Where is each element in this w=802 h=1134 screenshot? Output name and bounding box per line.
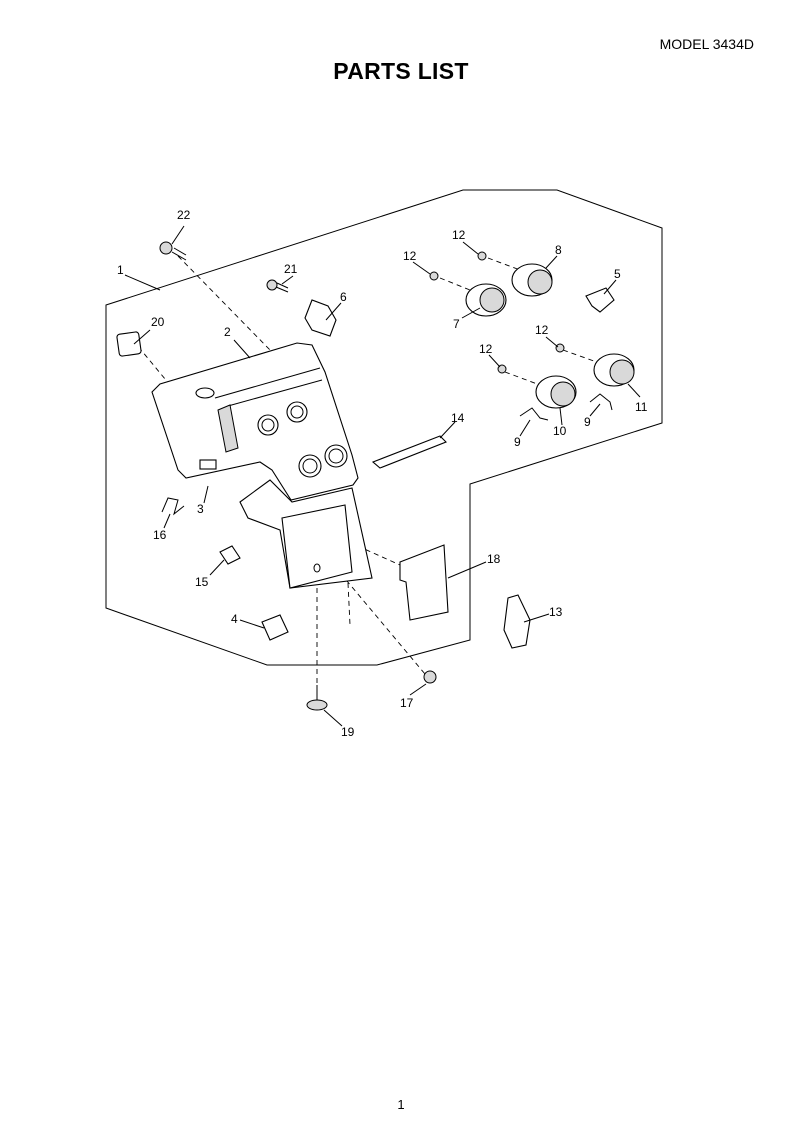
part-rail-14 <box>371 435 447 469</box>
assembly-frame <box>105 189 663 666</box>
part-lower-plate <box>239 479 373 589</box>
callout-16: 16 <box>153 528 167 542</box>
callout-13: 13 <box>549 605 563 619</box>
leader-lines <box>124 225 641 727</box>
callout-11: 11 <box>635 400 648 414</box>
part-label-plate <box>116 331 142 357</box>
part-sheet-18 <box>399 544 449 621</box>
callout-21: 21 <box>284 262 298 276</box>
part-screw-17 <box>423 670 437 684</box>
callout-8: 8 <box>555 243 562 257</box>
callout-2: 2 <box>224 325 231 339</box>
callout-5: 5 <box>614 267 621 281</box>
callout-9b: 9 <box>584 415 591 429</box>
callout-14: 14 <box>451 411 465 425</box>
part-handle-13 <box>503 594 531 649</box>
callout-17: 17 <box>400 696 414 710</box>
callout-12a: 12 <box>452 228 466 242</box>
part-front-cover <box>151 342 359 501</box>
part-knob-11 <box>593 353 635 387</box>
page-title: PARTS LIST <box>333 58 469 84</box>
page-number: 1 <box>397 1097 405 1112</box>
callout-12c: 12 <box>535 323 549 337</box>
callout-15: 15 <box>195 575 209 589</box>
assembly-lines <box>126 255 606 700</box>
callout-12b: 12 <box>403 249 417 263</box>
callout-12d: 12 <box>479 342 493 356</box>
callout-1: 1 <box>117 263 124 277</box>
callout-4: 4 <box>231 612 238 626</box>
callout-10: 10 <box>553 424 567 438</box>
callout-9a: 9 <box>514 435 521 449</box>
callout-19: 19 <box>341 725 355 739</box>
part-spring-16 <box>161 497 185 516</box>
callout-18: 18 <box>487 552 501 566</box>
part-bracket-6 <box>304 299 337 337</box>
callout-numbers: 1 2 3 4 5 6 7 8 9 9 10 11 12 12 12 12 13… <box>117 208 648 739</box>
model-number: MODEL 3434D <box>659 36 754 52</box>
callout-7: 7 <box>453 317 460 331</box>
callout-20: 20 <box>151 315 165 329</box>
part-bracket-4 <box>261 614 289 641</box>
callout-6: 6 <box>340 290 347 304</box>
part-screw-21 <box>266 279 289 293</box>
part-bracket-15 <box>219 545 241 565</box>
callout-3: 3 <box>197 502 204 516</box>
part-spring-9b <box>589 393 613 411</box>
callout-22: 22 <box>177 208 191 222</box>
part-spring-9a <box>519 407 549 421</box>
part-clip-5 <box>585 287 615 313</box>
part-screw-19 <box>306 685 328 711</box>
part-knob-7 <box>465 283 507 317</box>
part-screw-22 <box>159 241 187 261</box>
part-knob-10 <box>535 375 577 409</box>
part-knob-8 <box>511 263 553 297</box>
